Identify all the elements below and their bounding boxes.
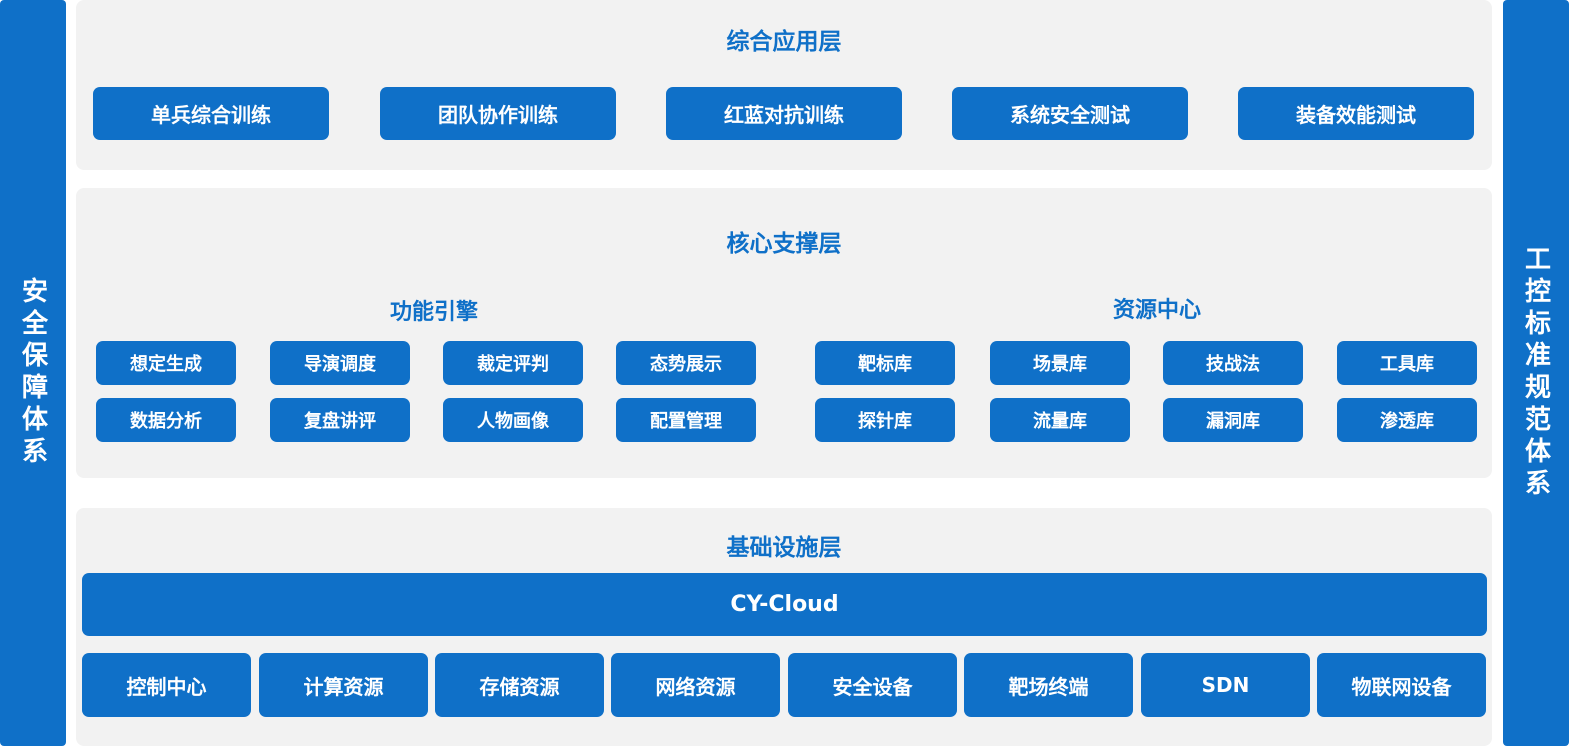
application-layer-title: 综合应用层 — [726, 29, 842, 55]
engine-item: 态势展示 — [616, 341, 756, 385]
infra-item-control-center: 控制中心 — [82, 653, 251, 717]
infra-item-network: 网络资源 — [611, 653, 780, 717]
resource-item: 场景库 — [990, 341, 1130, 385]
app-item-equipment-test: 装备效能测试 — [1238, 87, 1474, 140]
infra-item-storage: 存储资源 — [435, 653, 604, 717]
application-layer-panel: 综合应用层 单兵综合训练 团队协作训练 红蓝对抗训练 系统安全测试 装备效能测试 — [76, 0, 1492, 170]
security-assurance-label: 安全保障体系 — [17, 277, 48, 469]
resource-item: 流量库 — [990, 398, 1130, 442]
engine-title: 功能引擎 — [389, 300, 478, 325]
app-item-system-security-test: 系统安全测试 — [952, 87, 1188, 140]
resource-item: 探针库 — [815, 398, 955, 442]
engine-item: 导演调度 — [270, 341, 410, 385]
standards-bar: 工控标准规范体系 — [1503, 0, 1569, 746]
app-item-single-training: 单兵综合训练 — [93, 87, 329, 140]
engine-item: 配置管理 — [616, 398, 756, 442]
infra-layer-title: 基础设施层 — [726, 535, 842, 561]
infra-item-security-device: 安全设备 — [788, 653, 957, 717]
infra-item-compute: 计算资源 — [259, 653, 428, 717]
infra-item-iot: 物联网设备 — [1317, 653, 1486, 717]
resource-item: 靶标库 — [815, 341, 955, 385]
infra-item-range-terminal: 靶场终端 — [964, 653, 1133, 717]
infra-item-sdn: SDN — [1141, 653, 1310, 717]
engine-item: 复盘讲评 — [270, 398, 410, 442]
engine-item: 数据分析 — [96, 398, 236, 442]
core-layer-panel: 核心支撑层 功能引擎 想定生成 导演调度 裁定评判 态势展示 数据分析 复盘讲评… — [76, 188, 1492, 478]
engine-item: 人物画像 — [443, 398, 583, 442]
app-item-team-training: 团队协作训练 — [380, 87, 616, 140]
resources-title: 资源中心 — [1112, 298, 1201, 323]
resource-item: 工具库 — [1337, 341, 1477, 385]
resource-item: 渗透库 — [1337, 398, 1477, 442]
standards-label: 工控标准规范体系 — [1520, 245, 1551, 501]
engine-item: 裁定评判 — [443, 341, 583, 385]
security-assurance-bar: 安全保障体系 — [0, 0, 66, 746]
engine-item: 想定生成 — [96, 341, 236, 385]
core-layer-title: 核心支撑层 — [726, 231, 842, 257]
resource-item: 漏洞库 — [1163, 398, 1303, 442]
app-item-red-blue: 红蓝对抗训练 — [666, 87, 902, 140]
cy-cloud-bar: CY-Cloud — [82, 573, 1487, 636]
resource-item: 技战法 — [1163, 341, 1303, 385]
